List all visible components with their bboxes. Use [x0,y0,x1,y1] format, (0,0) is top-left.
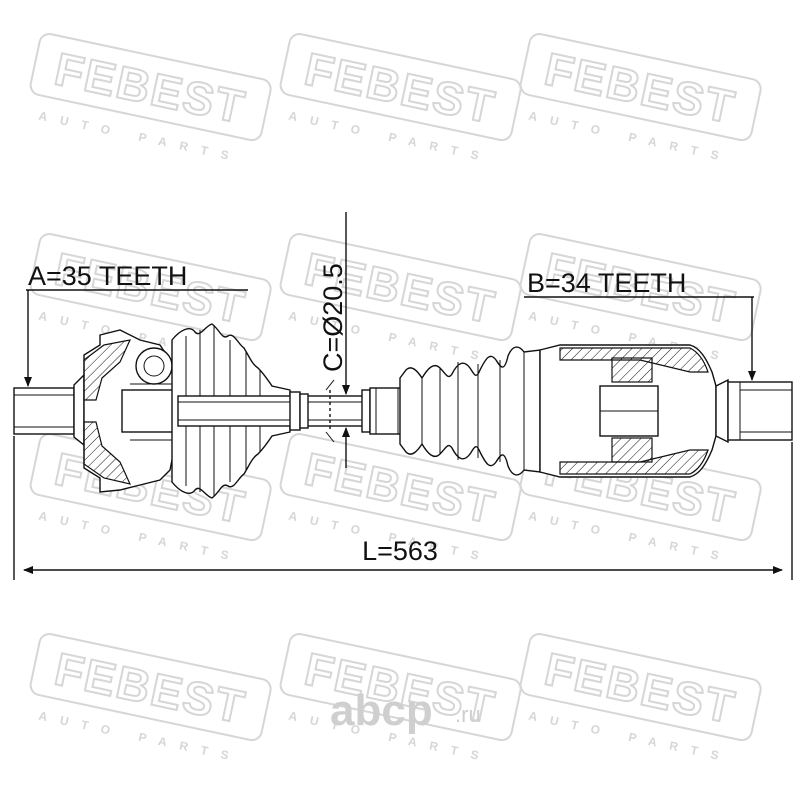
abcp-logo: abcp .ru [330,686,481,735]
outer-cv-joint [83,329,181,493]
dimension-a-label: A=35 TEETH [28,261,187,291]
dimension-b: B=34 TEETH [524,268,756,381]
abcp-logo-text: abcp [330,686,433,735]
dimension-b-label: B=34 TEETH [527,268,686,298]
dimension-c-label: C=Ø20.5 [318,263,348,372]
dimension-c: C=Ø20.5 [318,212,350,468]
inner-tripod-joint [539,344,717,478]
drive-shaft [13,323,793,499]
dimension-a: A=35 TEETH [24,261,248,387]
right-stub-shaft [715,378,793,444]
inner-boot [399,346,541,476]
abcp-logo-domain: .ru [455,702,481,727]
left-stub-shaft [13,373,85,447]
dimension-l: L=563 [13,436,793,580]
dimension-l-label: L=563 [362,536,438,566]
